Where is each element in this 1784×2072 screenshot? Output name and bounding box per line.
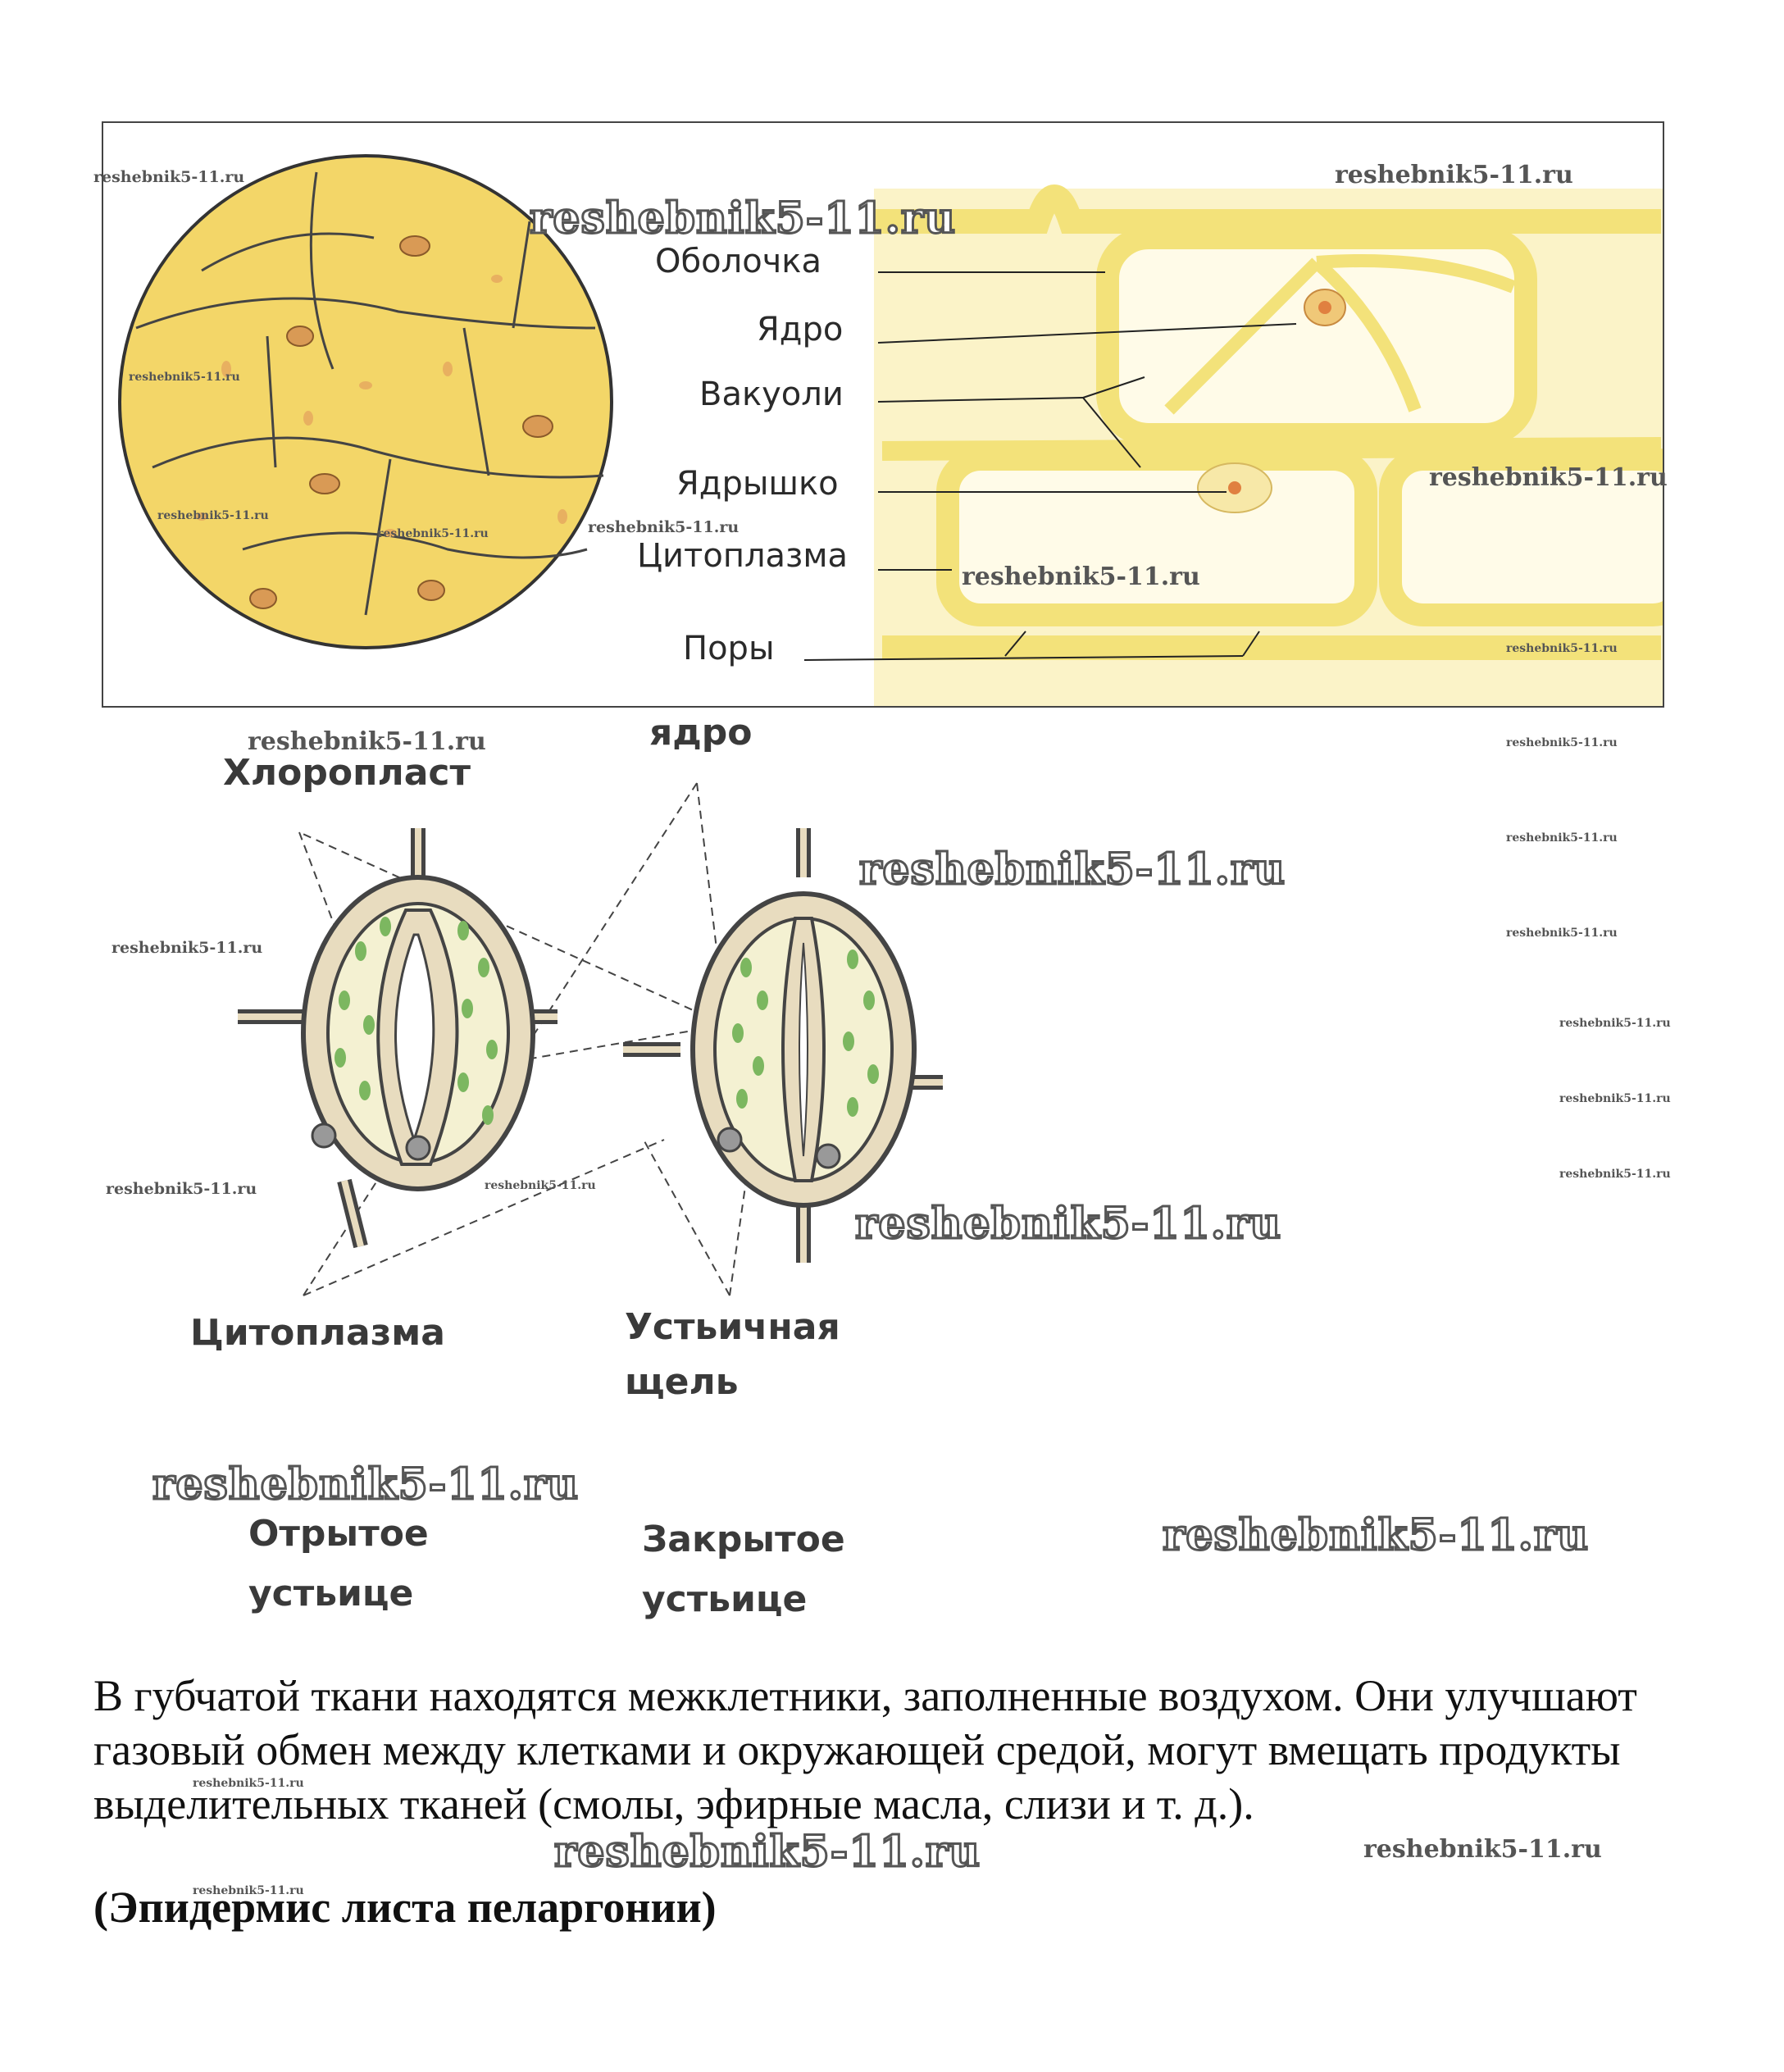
label-closed-1: Закрытое — [642, 1519, 845, 1560]
label-nucleolus: Ядрышко — [676, 465, 839, 503]
watermark: reshebnik5-11.ru — [1335, 161, 1573, 189]
watermark: reshebnik5-11.ru — [485, 1179, 596, 1192]
watermark: reshebnik5-11.ru — [93, 168, 244, 186]
label-open-1: Отрытое — [248, 1513, 429, 1555]
label-vacuoles: Вакуоли — [699, 376, 844, 413]
label-open-2: устьице — [248, 1573, 413, 1614]
watermark: reshebnik5-11.ru — [152, 1460, 579, 1510]
watermark: reshebnik5-11.ru — [859, 845, 1286, 895]
watermark: reshebnik5-11.ru — [1363, 1835, 1602, 1864]
watermark: reshebnik5-11.ru — [1506, 831, 1618, 845]
label-closed-2: устьице — [642, 1578, 807, 1620]
watermark: reshebnik5-11.ru — [377, 527, 489, 540]
watermark: reshebnik5-11.ru — [248, 727, 486, 756]
label-stomatal-slit-1: Устьичная — [625, 1306, 840, 1348]
watermark: reshebnik5-11.ru — [1163, 1510, 1589, 1560]
label-cytoplasm: Цитоплазма — [637, 537, 848, 575]
watermark: reshebnik5-11.ru — [554, 1827, 981, 1877]
label-nucleus: Ядро — [757, 311, 843, 348]
watermark: reshebnik5-11.ru — [588, 518, 739, 536]
label-chloroplast: Хлоропласт — [223, 752, 471, 794]
watermark: reshebnik5-11.ru — [1506, 736, 1618, 749]
label-stoma-nucleus: ядро — [649, 712, 753, 754]
label-stomatal-slit-2: щель — [625, 1361, 739, 1403]
stomata-illustration — [180, 754, 967, 1328]
cell-walls-illustration — [874, 189, 1663, 706]
body-paragraph: В губчатой ткани находятся межклетники, … — [93, 1669, 1700, 1831]
watermark: reshebnik5-11.ru — [962, 562, 1200, 591]
caption: (Эпидермис листа пеларгонии) — [93, 1882, 717, 1933]
watermark: reshebnik5-11.ru — [855, 1199, 1281, 1249]
watermark: reshebnik5-11.ru — [530, 194, 956, 244]
watermark: reshebnik5-11.ru — [1506, 642, 1618, 655]
watermark: reshebnik5-11.ru — [193, 1777, 304, 1790]
watermark: reshebnik5-11.ru — [1559, 1168, 1671, 1181]
watermark: reshebnik5-11.ru — [193, 1884, 304, 1897]
watermark: reshebnik5-11.ru — [1559, 1017, 1671, 1030]
watermark: reshebnik5-11.ru — [129, 371, 240, 384]
watermark: reshebnik5-11.ru — [112, 939, 262, 957]
watermark: reshebnik5-11.ru — [106, 1180, 257, 1198]
label-membrane: Оболочка — [655, 243, 821, 280]
watermark: reshebnik5-11.ru — [1559, 1092, 1671, 1105]
label-stoma-cytoplasm: Цитоплазма — [190, 1312, 445, 1354]
watermark: reshebnik5-11.ru — [1429, 463, 1668, 492]
watermark: reshebnik5-11.ru — [1506, 927, 1618, 940]
watermark: reshebnik5-11.ru — [157, 509, 269, 522]
label-pores: Поры — [683, 630, 775, 667]
